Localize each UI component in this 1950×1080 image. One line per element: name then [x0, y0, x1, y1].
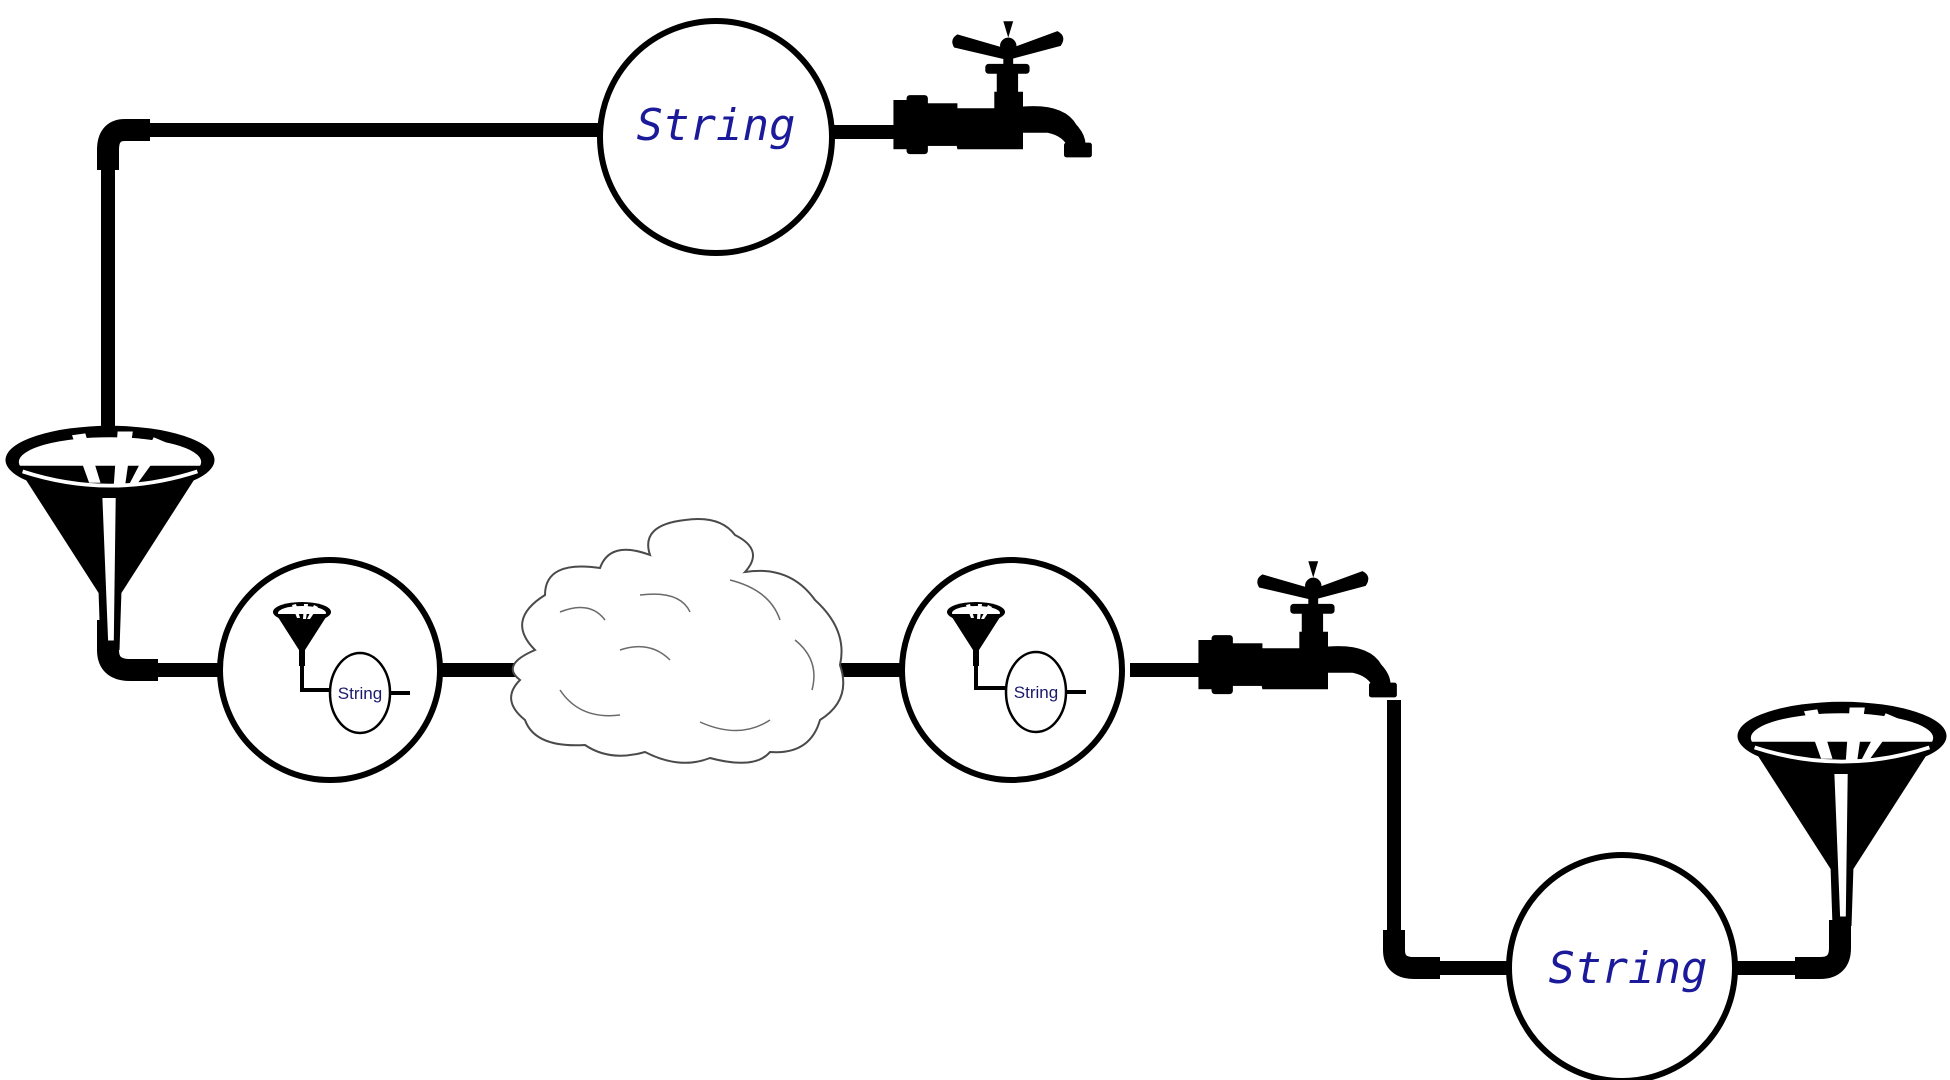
bottom-stage-label: String: [1549, 943, 1708, 994]
elbow-bottom-right: [1795, 920, 1851, 979]
faucet-icon: [1198, 561, 1397, 698]
elbow-bottom-right-left: [1383, 930, 1440, 979]
funnel-icon: [1735, 699, 1949, 928]
top-stage: String: [597, 18, 835, 256]
right-serializer-label: String: [1014, 683, 1058, 702]
pipes: [97, 119, 1851, 979]
cloud-icon: [510, 518, 845, 764]
funnel-icon: [3, 423, 217, 652]
right-serializer-stage: String: [899, 557, 1125, 783]
left-serializer-label: String: [338, 684, 382, 703]
left-serializer-stage: String: [217, 557, 443, 783]
elbow-top-left: [97, 119, 150, 170]
elbow-bottom-left: [97, 620, 158, 681]
top-stage-label: String: [637, 100, 796, 151]
faucet-icon: [893, 21, 1092, 158]
bottom-stage: String: [1506, 852, 1738, 1080]
